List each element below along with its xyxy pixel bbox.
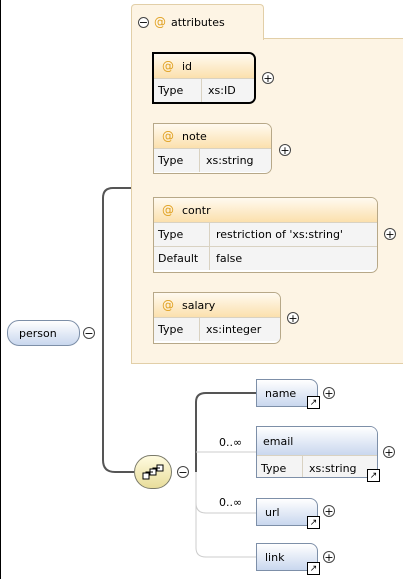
collapse-minus-icon[interactable]: − <box>138 15 149 29</box>
type-key: Type <box>154 223 210 246</box>
attributes-header[interactable]: − @ attributes <box>138 12 225 32</box>
attribute-salary[interactable]: @ salary Type xs:integer <box>153 292 281 344</box>
type-value: xs:string <box>206 154 254 167</box>
expand-plus-icon[interactable]: + <box>323 550 335 564</box>
element-label: url <box>265 505 280 519</box>
element-header: email <box>257 427 377 455</box>
type-value: xs:integer <box>206 323 262 336</box>
attribute-header: @ note <box>154 124 271 148</box>
element-email[interactable]: email Type xs:string <box>256 426 378 478</box>
expand-plus-icon[interactable]: + <box>384 227 396 241</box>
attribute-at-icon: @ <box>162 129 174 143</box>
attribute-name: salary <box>182 298 216 312</box>
element-label: email <box>263 434 294 448</box>
type-key: Type <box>154 79 202 102</box>
type-value: xs:ID <box>208 84 236 97</box>
attribute-type-row: Type xs:integer <box>154 317 280 341</box>
expand-plus-icon[interactable]: + <box>323 504 335 518</box>
attribute-id[interactable]: @ id Type xs:ID <box>152 52 256 104</box>
type-value: restriction of 'xs:string' <box>216 228 343 241</box>
attribute-note[interactable]: @ note Type xs:string <box>153 123 272 174</box>
attribute-at-icon: @ <box>154 15 166 29</box>
collapse-minus-icon[interactable]: − <box>177 465 189 479</box>
element-label: link <box>265 550 285 564</box>
reference-arrow-icon: ↗ <box>307 562 320 575</box>
element-label: name <box>265 386 297 400</box>
attribute-header: @ id <box>154 54 254 78</box>
default-key: Default <box>154 247 210 270</box>
attributes-label: attributes <box>171 15 225 29</box>
element-name: person <box>19 326 57 340</box>
element-type-row: Type xs:string <box>257 455 377 477</box>
attribute-name: id <box>182 59 193 73</box>
reference-arrow-icon: ↗ <box>367 469 380 482</box>
expand-plus-icon[interactable]: + <box>262 71 274 85</box>
attribute-at-icon: @ <box>162 298 174 312</box>
attribute-contr[interactable]: @ contr Type restriction of 'xs:string' … <box>153 197 378 273</box>
type-key: Type <box>154 149 200 172</box>
collapse-minus-icon[interactable]: − <box>83 326 95 340</box>
expand-plus-icon[interactable]: + <box>323 386 335 400</box>
attribute-header: @ salary <box>154 293 280 317</box>
type-key: Type <box>257 456 303 477</box>
attribute-type-row: Type restriction of 'xs:string' <box>154 222 377 246</box>
attribute-at-icon: @ <box>162 203 174 217</box>
attribute-name: contr <box>182 203 211 217</box>
attributes-tab <box>131 4 264 40</box>
reference-arrow-icon: ↗ <box>307 516 320 529</box>
sequence-compositor[interactable] <box>134 455 172 489</box>
element-person[interactable]: person <box>7 320 80 346</box>
expand-plus-icon[interactable]: + <box>287 311 299 325</box>
attribute-type-row: Type xs:string <box>154 148 271 172</box>
attribute-type-row: Type xs:ID <box>154 78 254 102</box>
sequence-compositor-icon <box>142 464 164 480</box>
window-left-border <box>0 0 1 579</box>
attribute-header: @ contr <box>154 198 377 222</box>
default-value: false <box>216 252 243 265</box>
type-key: Type <box>154 318 200 341</box>
occurs-label: 0..∞ <box>219 436 243 449</box>
expand-plus-icon[interactable]: + <box>383 445 395 459</box>
attribute-default-row: Default false <box>154 246 377 270</box>
attribute-name: note <box>182 129 207 143</box>
type-value: xs:string <box>309 461 357 475</box>
attribute-at-icon: @ <box>162 59 174 73</box>
reference-arrow-icon: ↗ <box>307 396 320 409</box>
expand-plus-icon[interactable]: + <box>279 143 291 157</box>
occurs-label: 0..∞ <box>219 496 243 509</box>
